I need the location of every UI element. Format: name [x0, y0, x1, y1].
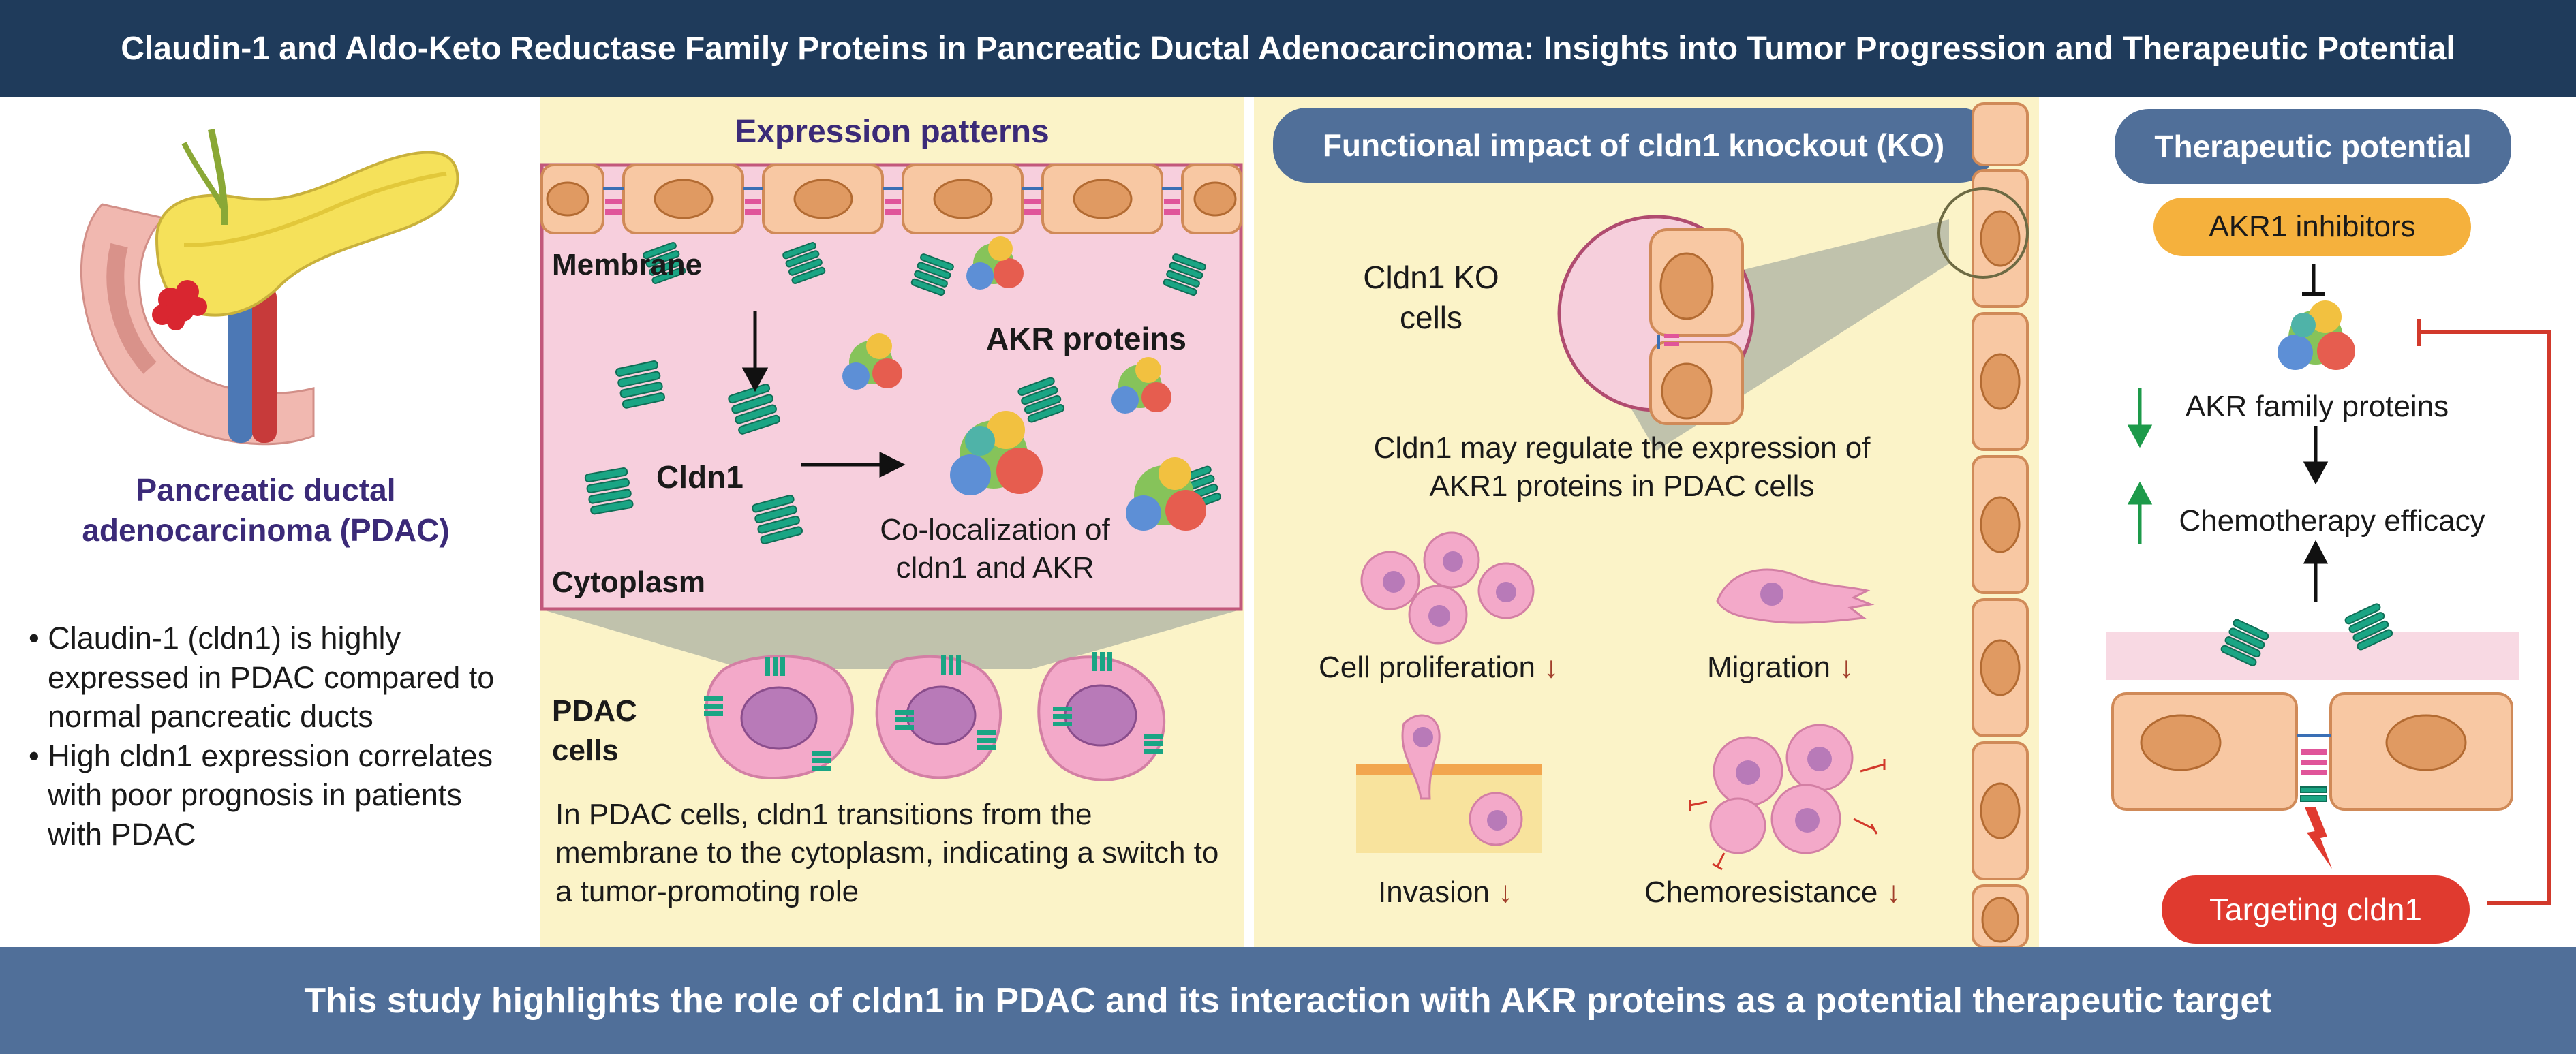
pdac-cells-label: PDAC cells — [552, 694, 637, 768]
left-bullets: • Claudin-1 (cldn1) is highly expressed … — [26, 619, 517, 854]
cytoplasm-label: Cytoplasm — [552, 565, 705, 599]
footer-text: This study highlights the role of cldn1 … — [304, 980, 2272, 1021]
down-arrow-icon: ↓ — [1498, 875, 1514, 909]
akr-protein-blobs — [842, 236, 1206, 531]
regulate-text: Cldn1 may regulate the expression of AKR… — [1373, 431, 1871, 503]
down-arrow-icon: ↓ — [1886, 875, 1901, 909]
therapeutic-diagram — [2106, 264, 2551, 905]
invasion-label: Invasion — [1378, 875, 1490, 909]
migration-label: Migration — [1707, 651, 1830, 684]
targeting-cldn1-pill: Targeting cldn1 — [2162, 875, 2470, 944]
colocalization-label: Co-localization of cldn1 and AKR — [880, 513, 1110, 585]
bullet-text: Claudin-1 (cldn1) is highly expressed in… — [48, 621, 495, 734]
proliferation-effect: Cell proliferation ↓ — [1319, 651, 1559, 685]
bullet-text: High cldn1 expression correlates with po… — [48, 738, 493, 852]
membrane-label: Membrane — [552, 248, 703, 281]
therapeutic-heading: Therapeutic potential — [2115, 109, 2511, 184]
page-title: Claudin-1 and Aldo-Keto Reductase Family… — [121, 30, 2455, 67]
footer-bar — [0, 947, 2576, 1054]
akr-proteins-label: AKR proteins — [986, 321, 1186, 356]
akr-family-label: AKR family proteins — [2185, 390, 2449, 423]
down-arrow-icon: ↓ — [1544, 651, 1559, 684]
pancreas-illustration — [80, 129, 459, 446]
title-bar — [0, 0, 2576, 97]
expression-diagram — [540, 163, 1243, 781]
functional-heading: Functional impact of cldn1 knockout (KO) — [1273, 108, 1994, 183]
bullet-item: • High cldn1 expression correlates with … — [29, 738, 493, 852]
migration-effect: Migration ↓ — [1707, 651, 1854, 685]
ko-cells-label: Cldn1 KO cells — [1363, 260, 1499, 335]
cldn1-label: Cldn1 — [656, 459, 743, 495]
invasion-effect: Invasion ↓ — [1378, 875, 1513, 910]
chemo-efficacy-label: Chemotherapy efficacy — [2179, 504, 2485, 538]
proliferation-label: Cell proliferation — [1319, 651, 1535, 684]
transition-text: In PDAC cells, cldn1 transitions from th… — [555, 798, 1219, 908]
functional-diagram — [1356, 102, 2029, 947]
chemoresistance-effect: Chemoresistance ↓ — [1644, 875, 1901, 910]
pdac-label: Pancreatic ductal adenocarcinoma (PDAC) — [82, 472, 450, 548]
down-arrow-icon: ↓ — [1839, 651, 1854, 684]
expression-heading: Expression patterns — [735, 114, 1049, 150]
akr1-inhibitors-pill: AKR1 inhibitors — [2153, 198, 2471, 256]
bullet-item: • Claudin-1 (cldn1) is highly expressed … — [29, 621, 495, 734]
chemoresistance-label: Chemoresistance — [1644, 875, 1878, 909]
